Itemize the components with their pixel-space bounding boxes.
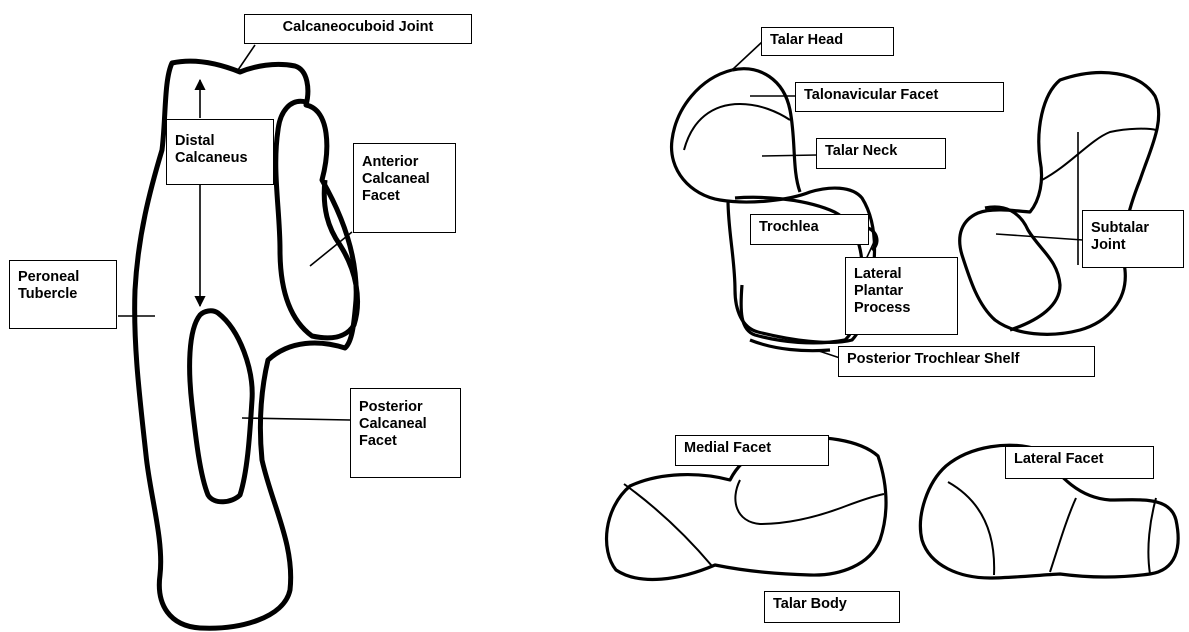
label-talar-neck: Talar Neck	[816, 138, 946, 169]
label-anterior-calcaneal-facet: Anterior Calcaneal Facet	[353, 143, 456, 233]
subtalar-facet-outline	[985, 207, 1060, 330]
lateral-facet-seam-c	[1148, 498, 1156, 574]
leader-talar-head	[732, 42, 762, 70]
talonavicular-facet-outline	[732, 69, 800, 192]
label-subtalar-joint: Subtalar Joint	[1082, 210, 1184, 268]
label-trochlea: Trochlea	[750, 214, 869, 245]
label-lateral-plantar-process: Lateral Plantar Process	[845, 257, 958, 335]
label-calcaneocuboid-joint: Calcaneocuboid Joint	[244, 14, 472, 44]
lateral-facet-seam-a	[948, 482, 994, 575]
label-distal-calcaneus: Distal Calcaneus	[166, 119, 274, 185]
lateral-facet-seam-b	[1050, 498, 1076, 572]
medial-facet-seam-a	[624, 484, 712, 566]
label-medial-facet: Medial Facet	[675, 435, 829, 466]
leader-talar-neck	[762, 155, 817, 156]
label-lateral-facet: Lateral Facet	[1005, 446, 1154, 479]
label-talar-body: Talar Body	[764, 591, 900, 623]
posterior-calcaneal-facet-outline	[190, 311, 253, 502]
label-talar-head: Talar Head	[761, 27, 894, 56]
talar-head-seam	[684, 104, 790, 150]
anterior-calcaneal-facet-outline	[276, 101, 358, 338]
label-posterior-calcaneal-facet: Posterior Calcaneal Facet	[350, 388, 461, 478]
subtalar-seam	[1042, 129, 1156, 180]
label-talonavicular-facet: Talonavicular Facet	[795, 82, 1004, 112]
label-posterior-trochlear-shelf: Posterior Trochlear Shelf	[838, 346, 1095, 377]
leader-subtalar-horizontal	[996, 234, 1083, 240]
leader-anterior-facet	[310, 232, 352, 266]
medial-facet-seam-b	[735, 480, 884, 524]
label-peroneal-tubercle: Peroneal Tubercle	[9, 260, 117, 329]
